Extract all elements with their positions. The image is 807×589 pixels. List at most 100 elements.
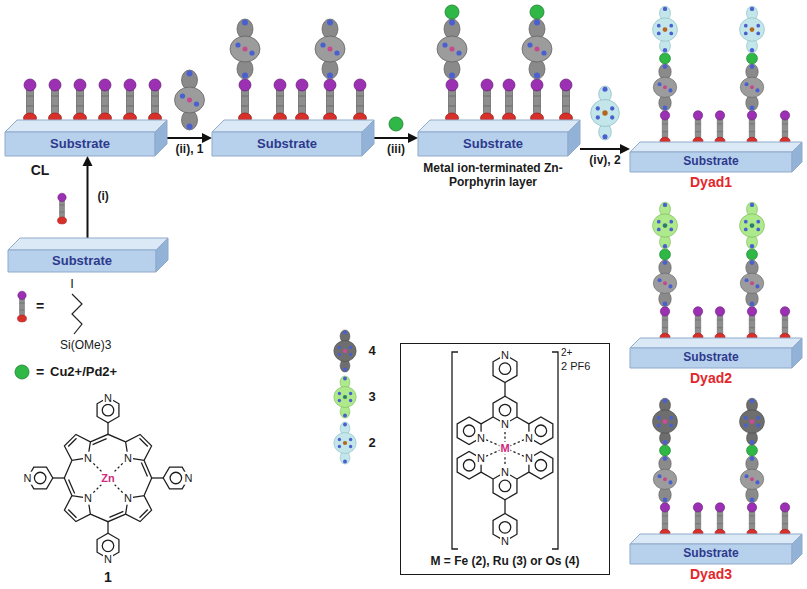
text-area: M = Fe (2), Ru (3) or Os (4) [401, 555, 609, 569]
surface-molecules-part [560, 79, 573, 123]
substrate-label: Substrate [683, 547, 738, 561]
surface-molecules-part [693, 111, 703, 145]
surface-molecules-part [124, 79, 137, 123]
arrow-head [83, 156, 93, 166]
surface-molecules-part [693, 503, 703, 537]
structure-caption: M = Fe (2), Ru (3) or Os (4) [430, 555, 579, 569]
label-holder: Zn [100, 472, 115, 485]
atom-label: N [476, 431, 486, 444]
arrow-head [408, 133, 418, 143]
surface-molecules-part [74, 79, 87, 123]
atom-label: N [103, 552, 113, 565]
metal-label: Zn [100, 472, 115, 485]
substrate-slab: Substrate [212, 120, 374, 156]
atom-label: N [524, 452, 534, 465]
complex-structure-part [499, 480, 511, 492]
porphyrin-structure-part [68, 510, 76, 518]
slab-front-face [212, 132, 362, 156]
surface-molecules-part [522, 5, 552, 123]
complex-structure-part [499, 363, 511, 375]
arrow-head [620, 144, 630, 154]
slab-side-face [568, 120, 580, 156]
ion-label: Cu2+/Pd2+ [50, 365, 117, 380]
slab-top-face [212, 120, 374, 132]
text-area: Substrate [418, 132, 568, 156]
slab-side-face [792, 338, 802, 368]
substrate-slab: Substrate [5, 120, 167, 156]
atom-label: N [83, 452, 93, 465]
arrow-line [580, 148, 622, 150]
complex-structure-part [481, 472, 493, 479]
atom-label: N [500, 418, 510, 431]
porphyrin-structure-part [34, 472, 46, 484]
surface-molecules-part [481, 79, 494, 123]
atom-label: N [524, 431, 534, 444]
key-icons-part [17, 291, 26, 322]
slab-side-face [792, 142, 802, 172]
label-holder: (iii) [386, 143, 406, 157]
atom-label: N [23, 472, 33, 485]
surface-molecules-part [653, 398, 678, 537]
porphyrin-structure-part [90, 434, 125, 442]
porphyrin-structure-part [102, 404, 114, 416]
reaction-arrow [167, 133, 212, 143]
porphyrin-structure-part [69, 479, 75, 493]
porphyrin-structure-part [170, 472, 182, 484]
label-holder: N [83, 452, 93, 465]
complex-structure-part [535, 425, 547, 437]
label-holder: N [524, 431, 534, 444]
label-holder: N [103, 552, 113, 565]
label-holder: (i) [97, 190, 110, 204]
label-holder: (ii), 1 [174, 143, 204, 157]
surface-molecules-part [24, 79, 37, 123]
label-holder: N [476, 452, 486, 465]
atom-label: N [500, 466, 510, 479]
equals-sign: = [36, 298, 44, 314]
surface-molecules-part [740, 202, 765, 341]
arrow-line [374, 137, 410, 139]
text-area: Substrate [630, 544, 792, 564]
slab-side-face [362, 120, 374, 156]
arrow-head [202, 133, 212, 143]
atom-label: I [70, 277, 74, 292]
key-icons-part [334, 376, 356, 418]
porphyrin-structure-part [109, 511, 123, 517]
complex-structure-part [499, 404, 511, 416]
surface-molecules-part [715, 503, 725, 537]
surface-molecules-part [653, 202, 678, 341]
label-holder: N [103, 391, 113, 404]
porphyrin-structure-part [152, 477, 164, 478]
surface-molecules-part [693, 307, 703, 341]
text-area: Substrate [8, 250, 156, 272]
slab-top-face [630, 534, 802, 544]
porphyrin-structure-part [68, 438, 76, 446]
atom-label: N [500, 535, 510, 548]
reagent-icons-part [57, 193, 66, 224]
surface-molecules-part [437, 5, 467, 123]
substrate-label: Substrate [257, 137, 317, 152]
slab-front-face [630, 348, 792, 368]
slab-side-face [156, 238, 168, 272]
equals-sign: = [36, 364, 44, 380]
label-holder: N [476, 431, 486, 444]
surface-molecules-part [315, 19, 345, 123]
label-holder: N [184, 472, 194, 485]
label-holder: (iv), 2 [588, 154, 621, 168]
reagent-icons-part [591, 86, 620, 140]
substrate-slab: Substrate [8, 238, 168, 272]
slab-side-face [155, 120, 167, 156]
label-holder: 1 [104, 569, 112, 585]
atom-label: N [476, 452, 486, 465]
step-label: (ii), 1 [174, 143, 204, 157]
surface-molecules-part [99, 79, 112, 123]
surface-molecules-part [780, 111, 790, 145]
surface-molecules-part [653, 6, 678, 145]
surface-molecules-part [740, 6, 765, 145]
charge-brackets-part [452, 352, 458, 549]
complex-structure-part [517, 472, 529, 479]
porphyrin-structure-part [144, 460, 152, 495]
porphyrin-structure-part [141, 463, 147, 477]
label-holder: Dyad1 [690, 174, 732, 190]
substrate-label: Substrate [50, 137, 110, 152]
